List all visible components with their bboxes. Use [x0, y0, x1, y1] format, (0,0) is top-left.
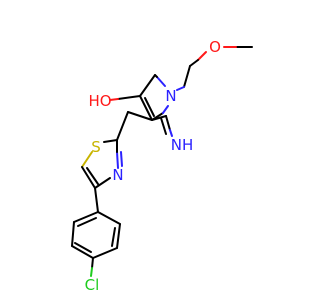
- bond-c5-c4: [81, 166, 96, 189]
- atom-hydroxyl: HO: [88, 92, 111, 110]
- bond-c2-s: [103, 139, 118, 143]
- bond-c-imine-2: [160, 117, 167, 135]
- bond-ch2-n-c: [154, 74, 158, 78]
- bond-o-ch2: [197, 51, 207, 61]
- bond-ch2-ring: [139, 74, 156, 97]
- bond-ph-4: [71, 245, 94, 259]
- bond-ph-2: [116, 223, 121, 249]
- bond-ph-1: [97, 211, 121, 225]
- bond-thiazole-phenyl: [94, 187, 99, 213]
- bond-c2-n-double: [120, 151, 123, 167]
- bond-c4-n: [94, 177, 111, 189]
- bond-c-imine: [165, 115, 171, 131]
- atom-chlorine: Cl: [85, 276, 100, 294]
- bond-c-oh: [117, 95, 141, 100]
- atom-sulfur: S: [91, 138, 101, 156]
- atom-nitrogen-ring: N: [165, 87, 176, 105]
- bond-s-c5-half: [81, 151, 93, 168]
- bond-oh-half: [109, 98, 119, 101]
- bond-ph-6: [73, 211, 99, 223]
- pyrroline-ring: [139, 74, 169, 121]
- bond-c4-c5b: [151, 115, 167, 121]
- atom-oxygen-methoxy: O: [209, 38, 221, 56]
- bond-ph-5: [71, 221, 75, 247]
- bond-c5-n: [162, 105, 169, 114]
- bond-c-cl: [91, 257, 94, 269]
- atom-nitrogen-thiazole: N: [112, 166, 123, 184]
- atom-imine: NH: [171, 136, 194, 154]
- bond-ph-4-double: [74, 242, 92, 253]
- bond-n-ch2: [156, 76, 166, 87]
- thiazole-ring: [81, 139, 123, 189]
- bond-o-ch2-c: [189, 59, 199, 67]
- bond-cl-half: [90, 267, 93, 277]
- bond-ring-thiazole: [116, 111, 129, 141]
- bond-c5-c4-double: [86, 167, 99, 185]
- bond-c3-c4-double: [144, 97, 155, 117]
- bond-ch2-ch2: [183, 65, 191, 88]
- bond-n-c2: [116, 151, 119, 169]
- chlorophenyl-ring: [71, 211, 121, 259]
- bond-ph-3: [92, 247, 118, 259]
- bond-c3-c4: [139, 95, 153, 121]
- bond-imine-half: [169, 129, 173, 137]
- bond-ph-6-double: [77, 217, 97, 227]
- methoxyethyl-chain: [176, 46, 253, 91]
- molecule-structure: O HO N NH S N Cl: [71, 38, 253, 294]
- bond-ph-2-double: [111, 227, 116, 247]
- bond-ch2-n: [176, 86, 185, 91]
- bond-ring-c4: [127, 111, 153, 121]
